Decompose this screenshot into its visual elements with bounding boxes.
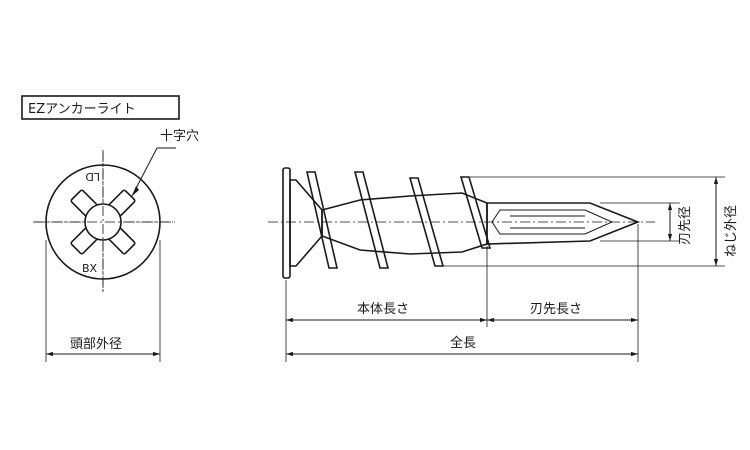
thread-fin-4 — [459, 176, 492, 249]
recess-callout-label: 十字穴 — [160, 129, 199, 144]
side-view: 刃先径 ねじ外径 本体長さ 刃先長さ 全長 — [268, 167, 739, 362]
head-mark-bottom: BX — [82, 262, 98, 275]
head-dim-label: 頭部外径 — [70, 337, 122, 352]
drill-flute — [491, 209, 614, 235]
drill-tip — [486, 202, 641, 245]
title-text: EZアンカーライト — [28, 102, 136, 117]
thread-fin-1 — [305, 171, 339, 269]
head-mark-top: LD — [85, 170, 100, 183]
thread-fin-2 — [353, 171, 390, 269]
recess-callout-leader — [131, 147, 176, 197]
thread-dia-label: ねじ外径 — [724, 205, 739, 257]
flange — [282, 167, 291, 279]
body-length-label: 本体長さ — [357, 302, 409, 317]
recess-callout-arrow — [132, 186, 139, 196]
cross-recess — [33, 152, 173, 292]
tip-dia-label: 刃先径 — [678, 206, 693, 245]
total-length-label: 全長 — [450, 335, 476, 351]
body-core — [321, 192, 488, 255]
title-frame — [21, 95, 180, 120]
drill-tip-outline — [486, 202, 641, 245]
tip-length-label: 刃先長さ — [530, 302, 582, 317]
head-view: LD BX 十字穴 頭部外径 — [33, 129, 199, 362]
head-cone — [289, 179, 323, 267]
title-box: EZアンカーライト — [21, 95, 180, 120]
